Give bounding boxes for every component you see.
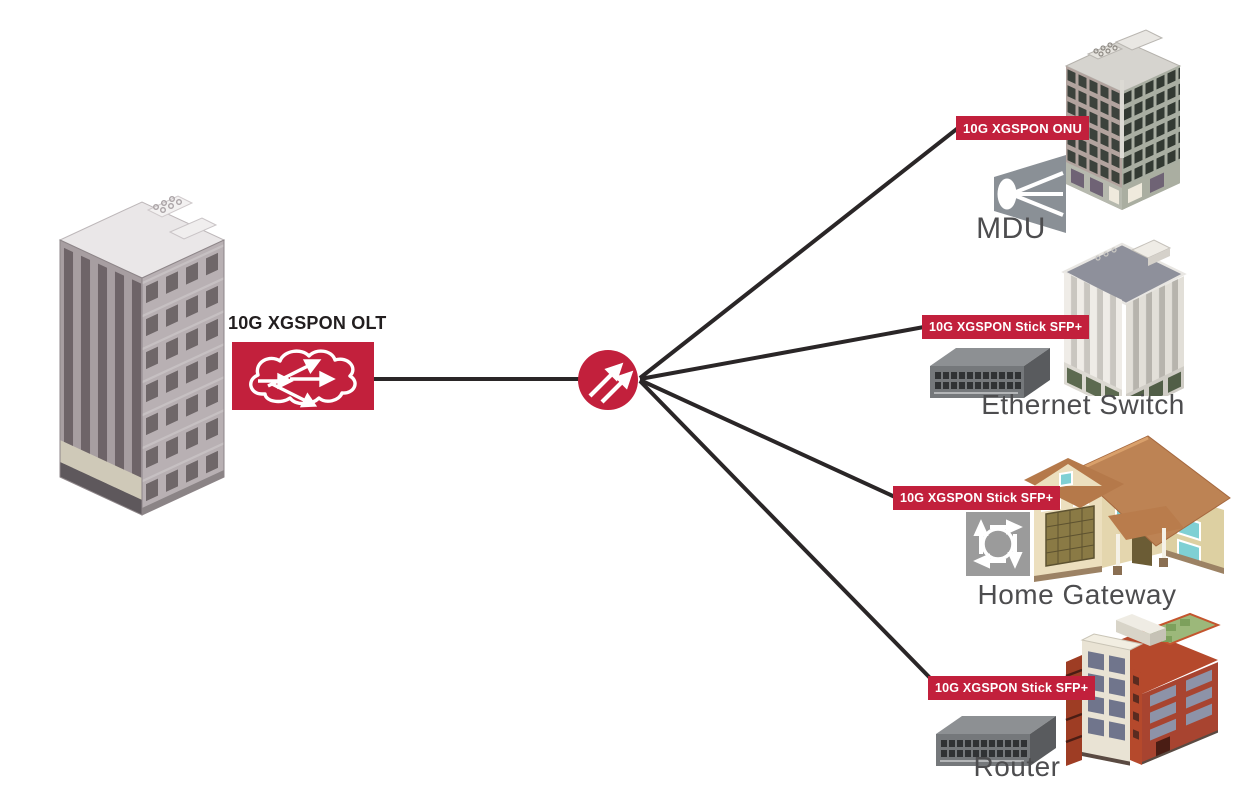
device-label-router: Router [973, 751, 1061, 782]
router-ports [941, 740, 1027, 757]
cloud-arrows [258, 359, 336, 408]
splitter-arrows [588, 362, 634, 404]
optical-splitter-icon [578, 350, 638, 410]
badge-stick-sfp-3: 10G XGSPON Stick SFP+ [928, 676, 1096, 700]
ethernet-switch-device-icon [930, 348, 1050, 398]
router-device-icon [936, 716, 1056, 766]
badge-stick-sfp-1: 10G XGSPON Stick SFP+ [922, 315, 1090, 339]
onu-horn-icon [994, 155, 1066, 233]
device-label-home-gateway: Home Gateway [977, 579, 1177, 610]
house-illustration [1024, 435, 1231, 582]
line-splitter-to-router [638, 379, 936, 684]
line-splitter-to-onu [638, 126, 960, 380]
cloud-outline [249, 349, 357, 406]
home-gateway-icon [966, 512, 1030, 576]
device-label-mdu: MDU [976, 212, 1046, 245]
olt-label: 10G XGSPON OLT [228, 313, 387, 333]
switch-ports [935, 372, 1021, 389]
gateway-arrows [973, 519, 1023, 569]
ethernet-switch-building-illustration [1061, 239, 1187, 396]
line-splitter-to-switch [639, 325, 925, 381]
mdu-building-illustration [1064, 29, 1182, 210]
line-splitter-to-gateway [639, 378, 896, 499]
badge-stick-sfp-2: 10G XGSPON Stick SFP+ [893, 486, 1061, 510]
olt-cloud-icon [232, 342, 374, 410]
olt-building-illustration [58, 195, 226, 516]
router-building-illustration [1065, 612, 1221, 766]
device-label-ethernet-switch: Ethernet Switch [981, 389, 1185, 420]
badge-onu: 10G XGSPON ONU [956, 116, 1090, 140]
